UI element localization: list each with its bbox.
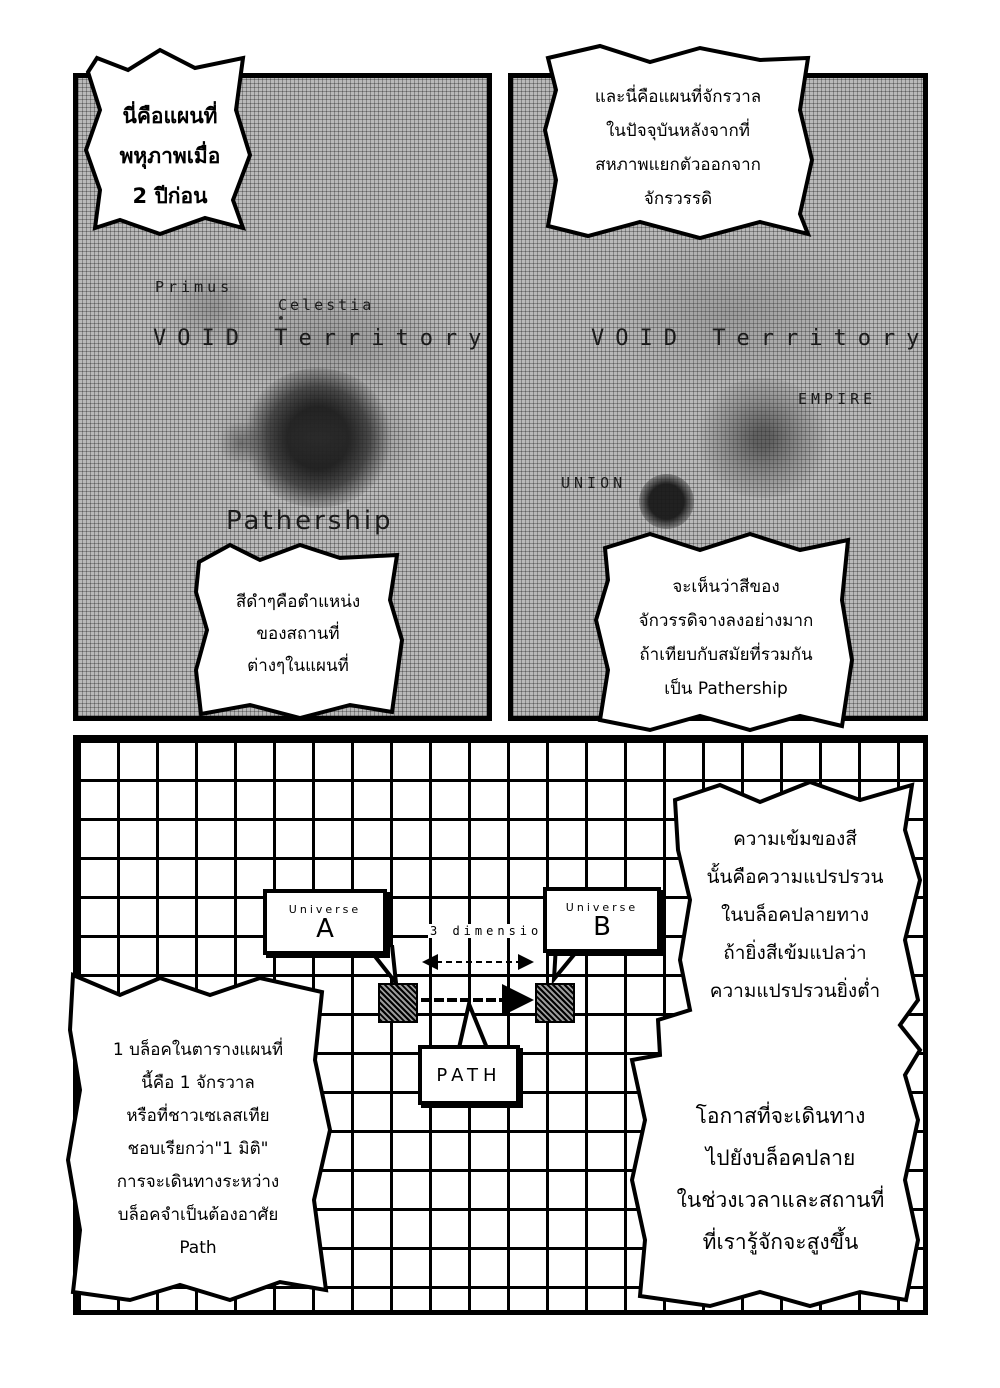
panel-map-two-years-ago: Primus Celestia VOID Territory Pathershi…: [73, 73, 492, 721]
universe-a-small-label: Universe: [288, 902, 362, 916]
universe-b-letter: B: [593, 911, 611, 942]
universe-a-cell: [378, 983, 418, 1023]
celestia-dot: [279, 316, 283, 320]
label-celestia: Celestia: [278, 296, 375, 314]
universe-a-bubble: Universe A: [263, 889, 387, 955]
universe-b-small-label: Universe: [565, 900, 639, 914]
pathership-core-blot: [243, 368, 393, 508]
label-pathership: Pathership: [226, 506, 394, 536]
caption-panel2: และนี่คือแผนที่จักรวาล ในปัจจุบันหลังจาก…: [594, 87, 762, 209]
path-bubble: PATH: [418, 1045, 520, 1105]
dimension-label: 3 dimension: [428, 924, 556, 938]
label-primus: Primus: [155, 278, 234, 296]
primus-blot: [158, 263, 268, 353]
universe-b-bubble: Universe B: [543, 887, 661, 953]
path-arrows: [421, 954, 534, 1016]
empire-blot: [693, 378, 833, 498]
note-panel2: จะเห็นว่าสีของ จักวรรดิจางลงอย่างมาก ถ้า…: [638, 577, 814, 699]
note-panel1: สีดำๆคือตำแหน่ง ของสถานที่ ต่างๆในแผนที่: [235, 592, 361, 676]
label-void-territory: VOID Territory: [591, 326, 928, 351]
universe-b-cell: [535, 983, 575, 1023]
label-union: UNION: [561, 474, 627, 492]
small-blot-left: [216, 423, 266, 463]
label-empire: EMPIRE: [798, 390, 877, 408]
void-territory-haze: [593, 228, 873, 398]
label-void-territory: VOID Territory: [153, 326, 492, 351]
note-grid-right-bottom: โอกาสที่จะเดินทาง ไปยังบล็อคปลาย ในช่วงเ…: [676, 1104, 885, 1254]
path-label: PATH: [436, 1064, 502, 1086]
universe-a-letter: A: [316, 913, 334, 944]
note-grid-right-top: ความเข้มของสี นั้นคือความแปรปรวน ในบล็อค…: [706, 828, 884, 1002]
union-blot: [639, 474, 694, 529]
path-tail: [456, 1002, 490, 1050]
caption-panel1: นี่คือแผนที่ พหุภาพเมื่อ 2 ปีก่อน: [119, 104, 221, 208]
note-grid-left: 1 บล็อคในตารางแผนที่ นี้คือ 1 จักรวาล หร…: [112, 1040, 284, 1258]
